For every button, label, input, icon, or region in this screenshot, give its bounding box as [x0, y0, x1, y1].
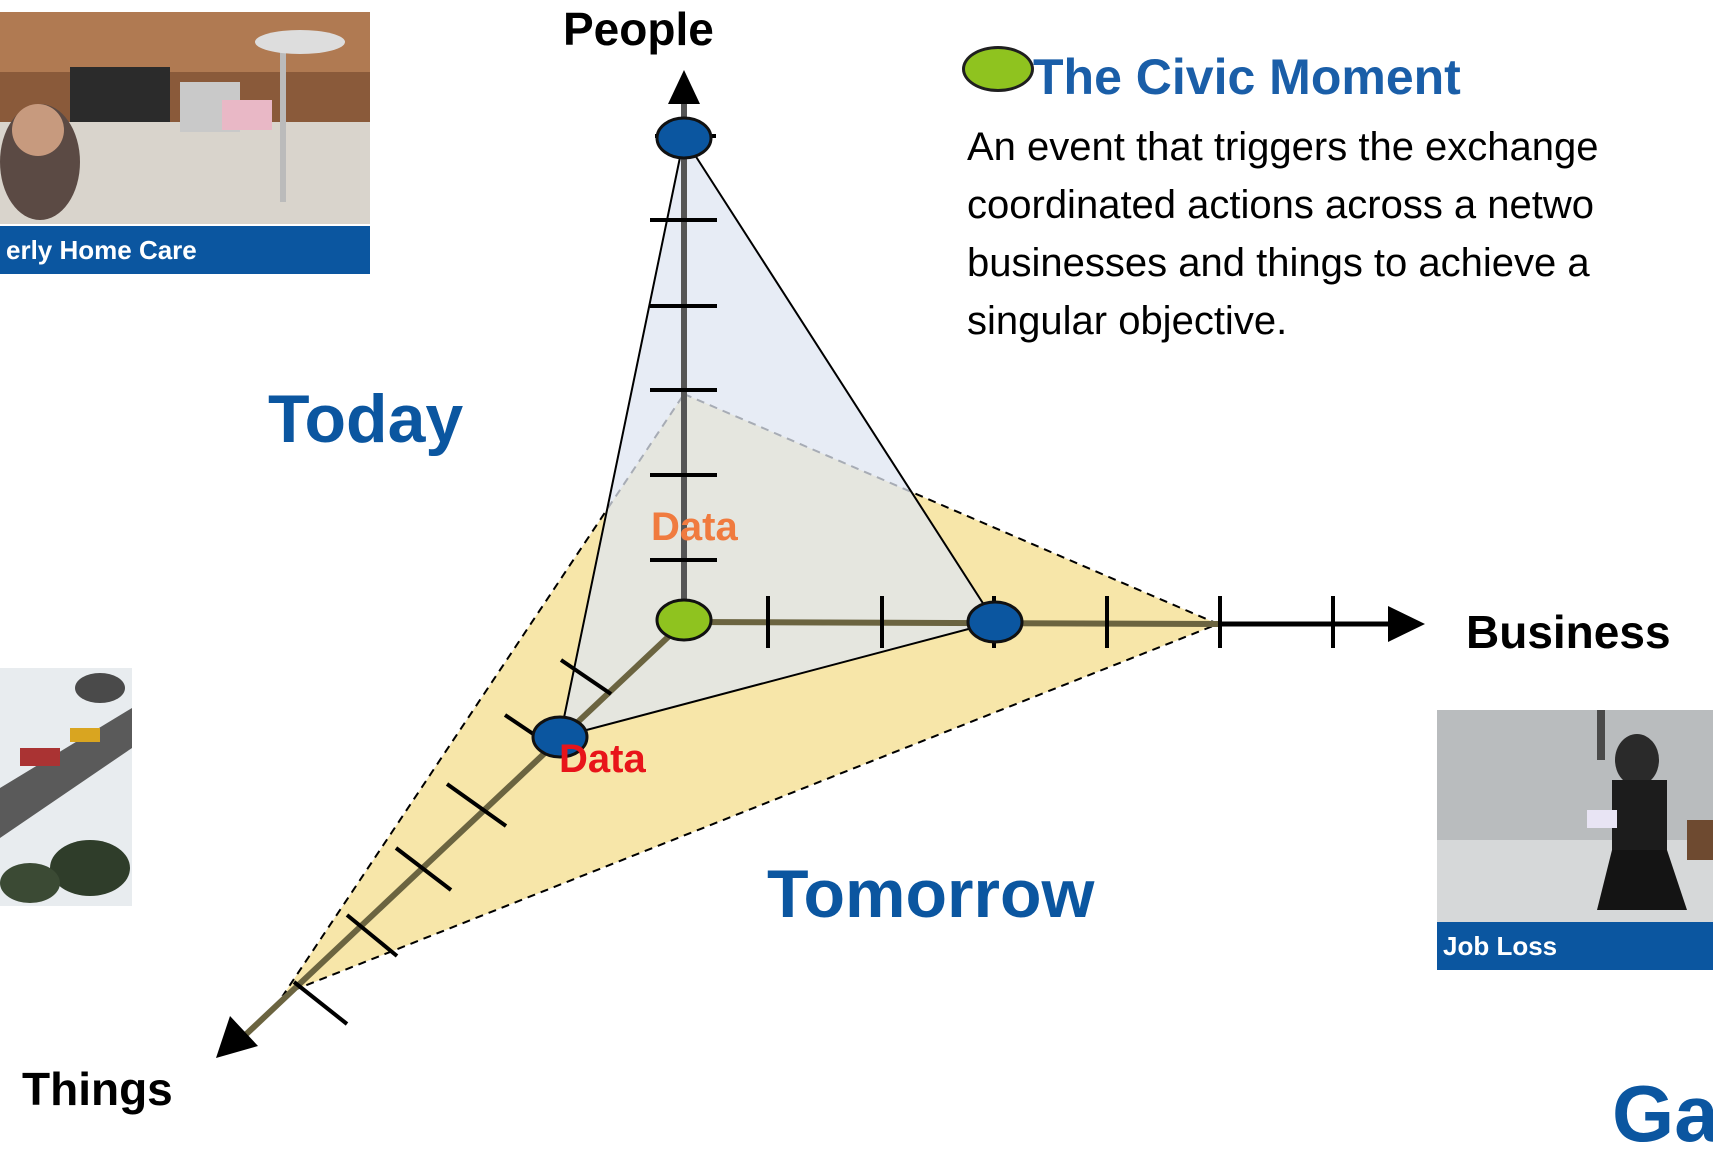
today-label: Today — [268, 381, 464, 457]
civic-moment-description: An event that triggers the exchange coor… — [967, 125, 1599, 343]
people-axis-arrowhead — [668, 70, 700, 104]
things-tick — [559, 658, 613, 696]
home-care-image — [0, 12, 370, 224]
corner-mark: Ga — [1612, 1069, 1713, 1158]
things-tick — [445, 782, 508, 828]
things-tick — [345, 913, 399, 958]
things-node — [531, 715, 589, 759]
business-axis-inner — [683, 619, 1219, 627]
job-loss-image — [1437, 710, 1713, 922]
today-region — [558, 135, 997, 739]
accident-image — [0, 668, 132, 906]
people-node — [655, 116, 713, 160]
tomorrow-label: Tomorrow — [767, 856, 1095, 932]
accident-photo — [0, 668, 132, 956]
data-label-upper: Data — [651, 505, 738, 549]
business-axis-label: Business — [1466, 606, 1671, 658]
civic-moment-icon — [962, 46, 1034, 92]
job-loss-photo: Job Loss — [1437, 710, 1713, 970]
things-tick — [394, 846, 453, 892]
job-loss-caption: Job Loss — [1437, 922, 1713, 970]
center-node — [655, 598, 713, 642]
things-axis-arrowhead — [216, 1016, 258, 1058]
business-node — [966, 600, 1024, 644]
civic-moment-title: The Civic Moment — [1033, 49, 1461, 105]
home-care-caption: erly Home Care — [0, 226, 370, 274]
tomorrow-region — [281, 392, 1221, 997]
things-axis-label: Things — [22, 1063, 173, 1115]
civic-moment-diagram — [216, 70, 1425, 1058]
business-axis-arrowhead — [1388, 606, 1425, 642]
people-axis-label: People — [563, 3, 714, 55]
home-care-photo: erly Home Care — [0, 12, 370, 274]
data-label-lower: Data — [559, 737, 646, 781]
things-tick — [292, 980, 349, 1026]
